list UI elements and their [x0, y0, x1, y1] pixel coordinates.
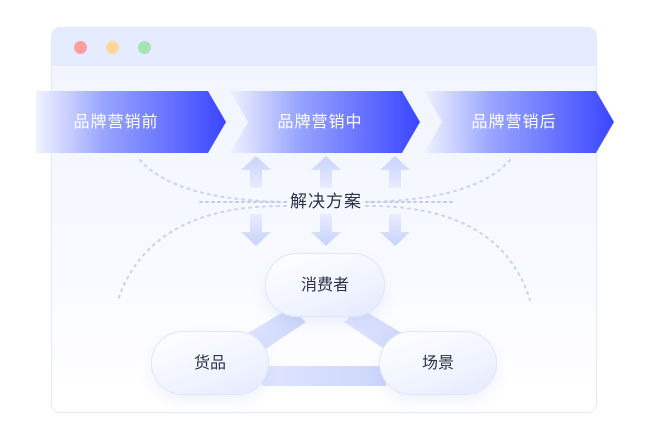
stage-before-label: 品牌营销前: [73, 112, 159, 131]
goods-node: 货品: [152, 332, 268, 394]
stage-before: 品牌营销前: [36, 91, 232, 153]
dotted-arc-left-inner: [117, 204, 287, 301]
chevron-banner-icon: [424, 91, 614, 153]
maximize-dot-icon[interactable]: [138, 41, 151, 54]
up-arrow-icon: [380, 156, 410, 188]
stage-during: 品牌营销中: [230, 91, 426, 153]
chevron-banner-icon: [230, 91, 420, 153]
down-arrow-icon: [311, 214, 341, 246]
close-dot-icon[interactable]: [74, 41, 87, 54]
dotted-arc-right-inner: [365, 204, 531, 301]
solution-label: 解决方案: [290, 192, 362, 212]
connector-goods-scene: [262, 366, 386, 386]
dotted-arc-right-outer: [365, 159, 511, 203]
stage-after-label: 品牌营销后: [471, 112, 557, 131]
up-arrow-icon: [311, 156, 341, 188]
scene-node: 场景: [380, 332, 496, 394]
minimize-dot-icon[interactable]: [106, 41, 119, 54]
chevron-banner-icon: [36, 91, 226, 153]
stage-during-label: 品牌营销中: [277, 112, 363, 131]
stage-after: 品牌营销后: [424, 91, 620, 153]
up-arrow-icon: [241, 156, 271, 188]
down-arrow-icon: [380, 214, 410, 246]
window-titlebar: [52, 28, 596, 66]
dotted-arc-left-outer: [139, 159, 287, 203]
consumer-node: 消费者: [266, 254, 384, 316]
down-arrow-icon: [241, 214, 271, 246]
